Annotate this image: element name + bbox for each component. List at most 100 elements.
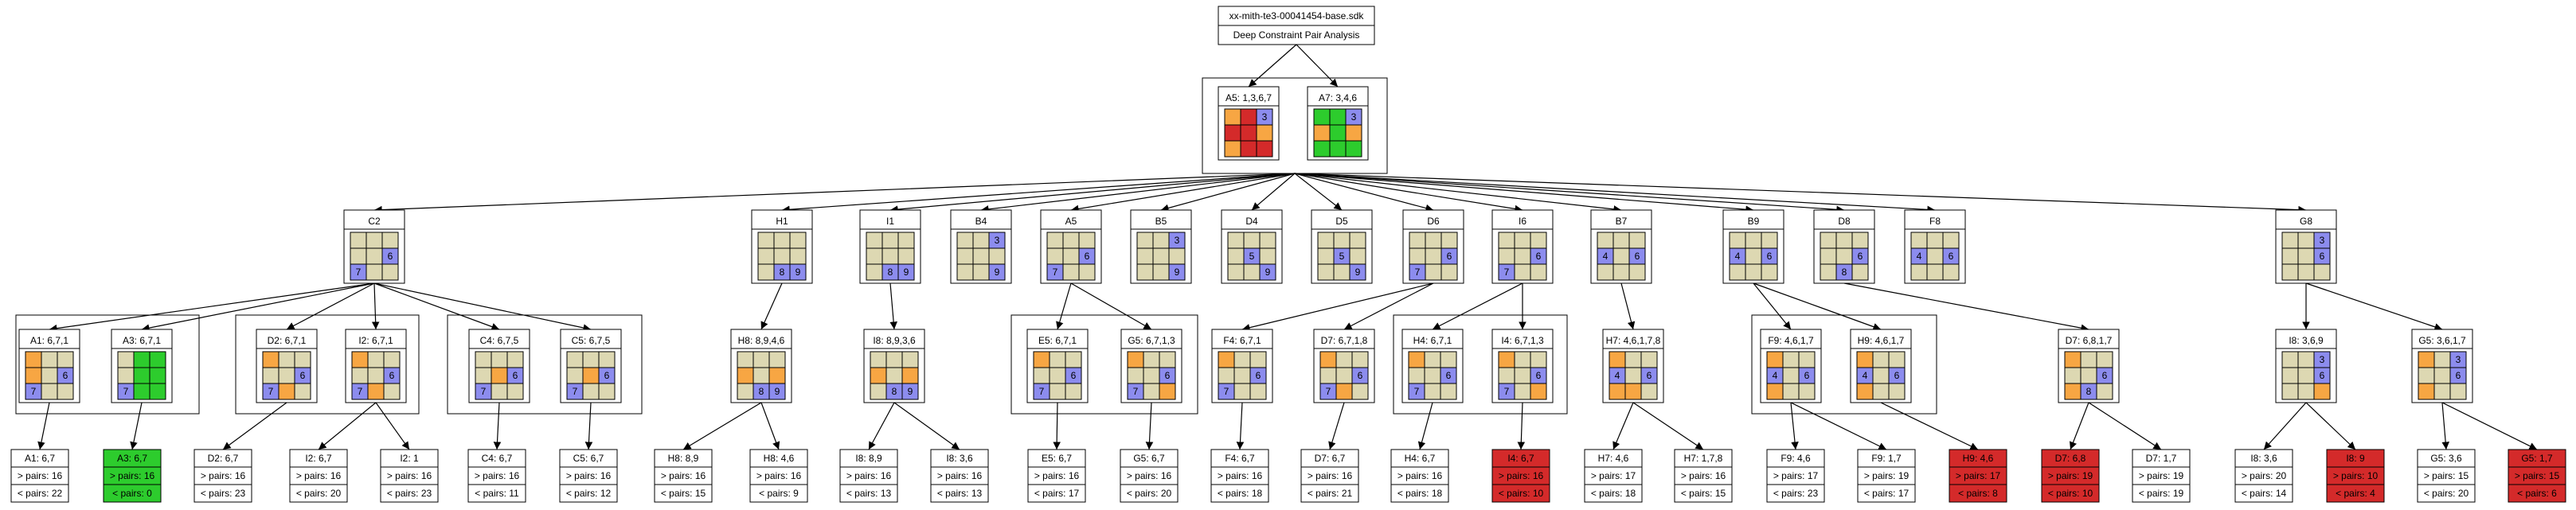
- grid-cell: [1033, 351, 1050, 368]
- grid-cell: [1127, 351, 1144, 368]
- grid-cell: [2064, 367, 2082, 384]
- grid-cell: 4: [1766, 367, 1784, 384]
- grid-cell: [1065, 383, 1082, 400]
- grid-cell: [1046, 232, 1064, 249]
- edge-gTop-D6: [1294, 173, 1434, 212]
- grid-cell: [383, 351, 401, 368]
- grid-cell: [1798, 383, 1816, 400]
- grid-cell: [1218, 351, 1235, 368]
- grid-node-A3: A3: 6,7,17: [111, 329, 173, 403]
- edge-H9-L_H9: [1880, 402, 1979, 450]
- grid-cell: [1233, 367, 1251, 384]
- leaf-line: > pairs: 16: [201, 470, 246, 481]
- grid-cell: [1062, 263, 1080, 281]
- grid-node-A7: A7: 3,4,63: [1307, 86, 1369, 161]
- grid-cell: 6: [1942, 247, 1960, 265]
- cluster-gE: [1010, 314, 1198, 415]
- grid-cell: [2281, 232, 2299, 249]
- grid-cell: 6: [1761, 247, 1778, 265]
- leaf-L_F4: F4: 6,7> pairs: 16< pairs: 18: [1210, 449, 1269, 503]
- grid-cell: [1313, 124, 1331, 142]
- node-label: A1: 6,7,1: [30, 335, 68, 346]
- grid-cell: [2433, 351, 2451, 368]
- grid-cell: [870, 383, 887, 400]
- grid-cell: [2281, 351, 2299, 368]
- cell-digit: 6: [1447, 251, 1452, 262]
- grid-cell: [1329, 124, 1347, 142]
- leaf-line: < pairs: 20: [1127, 488, 1172, 499]
- node-label: C2: [368, 216, 381, 227]
- leaf-line: I2: 6,7: [305, 453, 332, 464]
- edge-gTop-I1: [889, 173, 1296, 213]
- grid-cell: [1127, 367, 1144, 384]
- grid-cell: [1597, 263, 1614, 281]
- grid-cell: 7: [1498, 263, 1515, 281]
- leaf-line: H7: 4,6: [1598, 453, 1629, 464]
- node-label: H4: 6,7,1: [1413, 335, 1452, 346]
- cell-digit: 7: [358, 386, 363, 397]
- edge-I8-L_I8b: [893, 402, 960, 450]
- grid-cell: 7: [1127, 383, 1144, 400]
- grid-cell: [566, 351, 584, 368]
- node-label: D7: 6,7,1,8: [1321, 335, 1368, 346]
- leaf-line: A1: 6,7: [25, 453, 55, 464]
- node-label: G8: [2300, 216, 2312, 227]
- leaf-line: > pairs: 17: [1956, 470, 2001, 481]
- grid-cell: 6: [1440, 367, 1457, 384]
- grid-cell: [2418, 351, 2435, 368]
- cell-digit: 6: [1536, 370, 1542, 381]
- grid-cell: [1835, 247, 1853, 265]
- grid-cell: 8: [752, 383, 770, 400]
- leaf-line: > pairs: 16: [1218, 470, 1263, 481]
- grid-cell: [866, 232, 883, 249]
- grid-cell: [2297, 367, 2315, 384]
- grid-cell: [1761, 232, 1778, 249]
- grid-cell: [598, 351, 616, 368]
- node-label: I4: 6,7,1,3: [1501, 335, 1544, 346]
- grid-cell: [1729, 232, 1746, 249]
- grid-cell: [365, 232, 383, 249]
- grid-cell: [1227, 263, 1245, 281]
- grid-cell: 7: [1408, 383, 1425, 400]
- edge-A5b-E5: [1056, 282, 1072, 330]
- leaf-line: > pairs: 16: [1681, 470, 1726, 481]
- leaf-L_G5d: G5: 1,7> pairs: 15< pairs: 6: [2508, 449, 2566, 503]
- cell-digit: 7: [1053, 267, 1058, 278]
- edge-C2-C4: [373, 282, 500, 331]
- grid-cell: [1259, 247, 1276, 265]
- grid-cell: [1062, 247, 1080, 265]
- cell-digit: 3: [1262, 111, 1268, 123]
- grid-cell: [367, 367, 385, 384]
- cell-digit: 3: [1175, 235, 1180, 246]
- grid-cell: [41, 383, 58, 400]
- cell-digit: 3: [2320, 235, 2325, 246]
- grid-cell: [789, 247, 807, 265]
- grid-cell: [2064, 383, 2082, 400]
- grid-cell: [1640, 383, 1658, 400]
- cell-digit: 9: [995, 267, 1000, 278]
- grid-cell: 5: [1333, 247, 1351, 265]
- edge-root-A5: [1248, 44, 1297, 88]
- edge-D2-L_D2: [222, 402, 287, 450]
- node-label: E5: 6,7,1: [1038, 335, 1077, 346]
- leaf-line: < pairs: 19: [2139, 488, 2184, 499]
- leaf-line: > pairs: 16: [1308, 470, 1353, 481]
- grid-cell: [1062, 232, 1080, 249]
- grid-cell: [278, 367, 295, 384]
- grid-cell: [117, 351, 135, 368]
- cell-digit: 7: [1326, 386, 1331, 397]
- grid-cell: [901, 367, 919, 384]
- leaf-L_D7b: D7: 6,8> pairs: 19< pairs: 10: [2041, 449, 2100, 503]
- leaf-L_I8b: I8: 3,6> pairs: 16< pairs: 13: [930, 449, 989, 503]
- grid-cell: 6: [2096, 367, 2113, 384]
- grid-cell: [278, 383, 295, 400]
- leaf-line: < pairs: 17: [1034, 488, 1080, 499]
- grid-cell: [1514, 247, 1531, 265]
- leaf-line: > pairs: 16: [296, 470, 342, 481]
- grid-cell: [2080, 351, 2097, 368]
- grid-cell: [506, 383, 524, 400]
- cell-digit: 6: [513, 370, 518, 381]
- cell-digit: 6: [1256, 370, 1261, 381]
- grid-cell: [1888, 383, 1906, 400]
